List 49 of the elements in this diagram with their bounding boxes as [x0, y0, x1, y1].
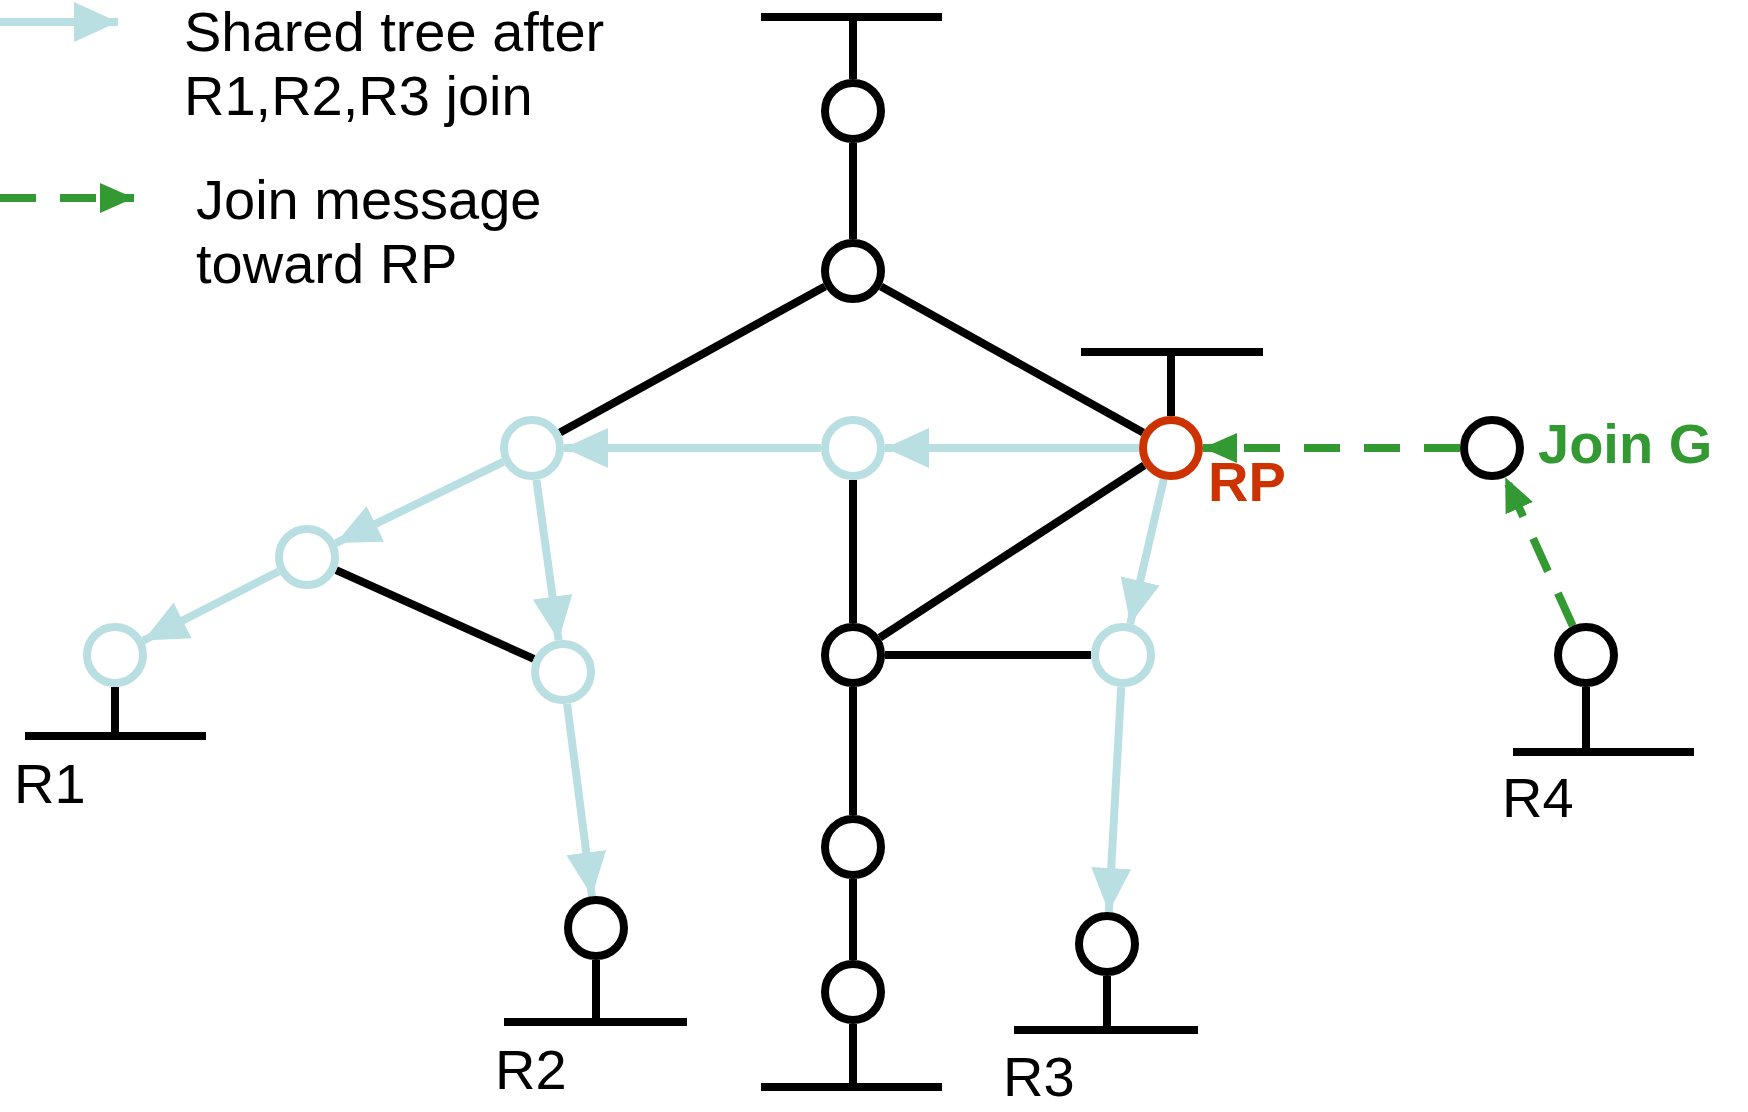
router-circle	[564, 896, 628, 960]
lan-bar	[1513, 748, 1694, 756]
arrow	[885, 428, 1139, 468]
link-line	[877, 462, 1147, 641]
lan-bar	[504, 1018, 687, 1026]
link-line	[111, 687, 119, 732]
link-line	[849, 687, 857, 815]
router-circle	[821, 815, 885, 879]
link-line	[849, 480, 857, 623]
router-circle	[1075, 912, 1139, 976]
router-circle	[821, 239, 885, 303]
router-circle	[1460, 416, 1524, 480]
lan-bar	[1014, 1026, 1198, 1034]
router-circle	[500, 416, 564, 480]
link-line	[592, 960, 600, 1018]
arrow	[1091, 686, 1132, 913]
arrow	[563, 703, 607, 897]
arrow	[1203, 433, 1460, 463]
lan-label: R1	[14, 752, 86, 817]
link-line	[334, 566, 536, 663]
router-circle	[821, 960, 885, 1024]
lan-bar	[1081, 348, 1263, 356]
lan-bar	[761, 13, 942, 21]
lan-label: R3	[1003, 1045, 1075, 1110]
link-line	[849, 1024, 857, 1083]
arrow	[334, 458, 505, 547]
router-circle	[1554, 623, 1618, 687]
legend-text: Join message toward RP	[196, 168, 543, 297]
link-line	[849, 143, 857, 239]
router-circle	[821, 623, 885, 687]
arrow	[564, 428, 821, 468]
link-line	[558, 282, 827, 437]
link-line	[879, 283, 1145, 436]
router-label: RP	[1208, 450, 1286, 515]
router-circle	[275, 525, 339, 589]
link-line	[1103, 976, 1111, 1026]
lan-bar	[25, 732, 206, 740]
lan-label: R4	[1502, 766, 1574, 831]
link-line	[1582, 687, 1590, 748]
link-line	[849, 879, 857, 960]
router-circle	[821, 79, 885, 143]
lan-label: R2	[495, 1038, 567, 1103]
router-circle	[1139, 416, 1203, 480]
arrow	[532, 479, 573, 641]
link-line	[885, 651, 1091, 659]
legend-text: Shared tree after R1,R2,R3 join	[184, 0, 606, 129]
lan-bar	[761, 1083, 942, 1091]
arrow	[1120, 478, 1168, 625]
arrow	[141, 568, 281, 644]
